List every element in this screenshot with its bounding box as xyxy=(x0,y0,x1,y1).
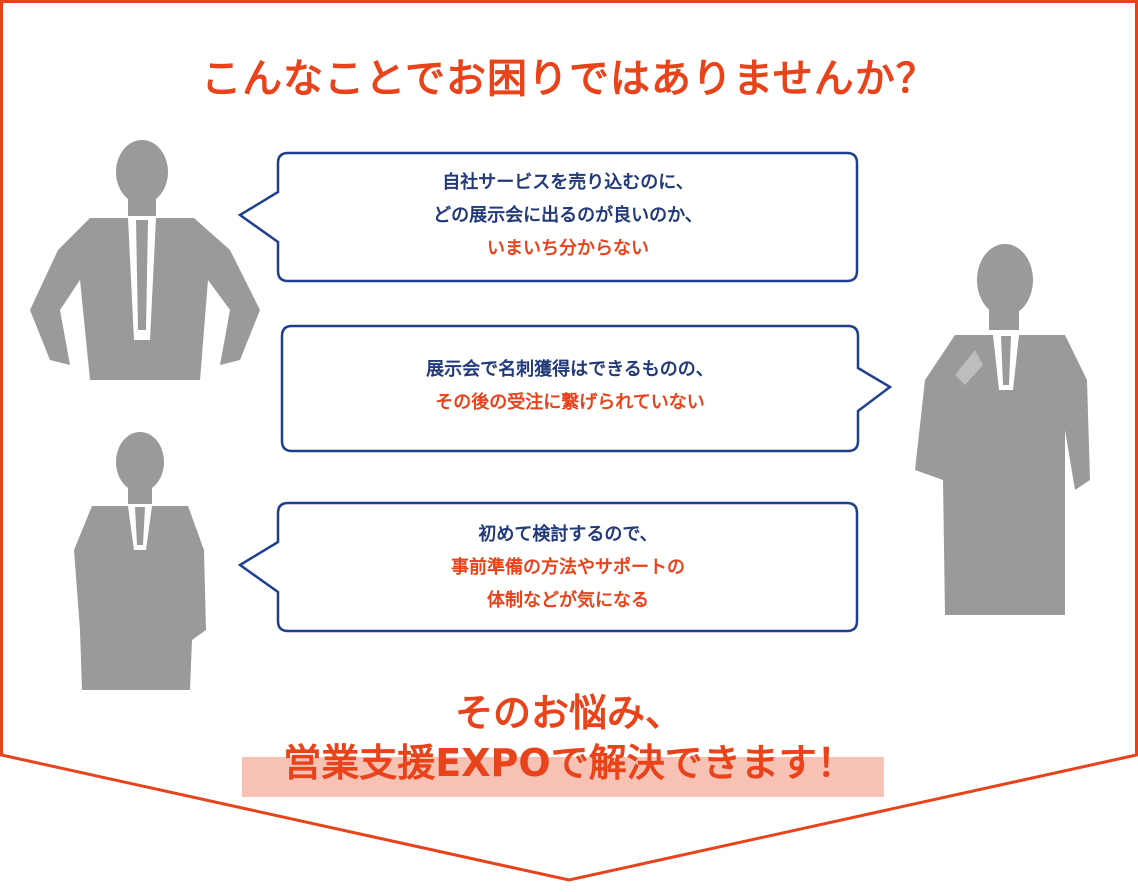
bubble-1-line-3: いまいち分からない xyxy=(487,238,649,259)
bubble-1-line-2: どの展示会に出るのが良いのか、 xyxy=(433,205,703,226)
bubble-3-text: 初めて検討するので、 事前準備の方法やサポートの 体制などが気になる xyxy=(278,518,858,617)
bubble-2-line-2: その後の受注に繋げられていない xyxy=(435,392,705,413)
conclusion-line-2: 営業支援EXPOで解決できます！ xyxy=(283,741,855,785)
bubble-3-line-3: 体制などが気になる xyxy=(487,590,649,611)
bubble-1-text: 自社サービスを売り込むのに、 どの展示会に出るのが良いのか、 いまいち分からない xyxy=(278,166,858,265)
speech-bubble-3 xyxy=(237,501,859,633)
highlight-bar xyxy=(242,757,884,797)
conclusion-line-1: そのお悩み、 xyxy=(454,691,683,735)
bubble-1-line-1: 自社サービスを売り込むのに、 xyxy=(442,172,694,193)
businessman-arms-crossed-icon xyxy=(74,432,206,690)
bubble-3-line-1: 初めて検討するので、 xyxy=(478,524,658,545)
bubble-2-text: 展示会で名刺獲得はできるものの、 その後の受注に繋げられていない xyxy=(282,353,858,419)
bubble-2-line-1: 展示会で名刺獲得はできるものの、 xyxy=(426,359,714,380)
speech-bubble-1 xyxy=(237,151,859,283)
page-title: こんなことでお困りではありませんか？ xyxy=(201,56,937,102)
speech-bubble-2 xyxy=(280,324,893,453)
bubble-3-line-2: 事前準備の方法やサポートの xyxy=(451,557,685,578)
businessman-hands-on-hips-icon xyxy=(30,140,260,380)
businessman-phone-thinking-icon xyxy=(915,244,1090,615)
